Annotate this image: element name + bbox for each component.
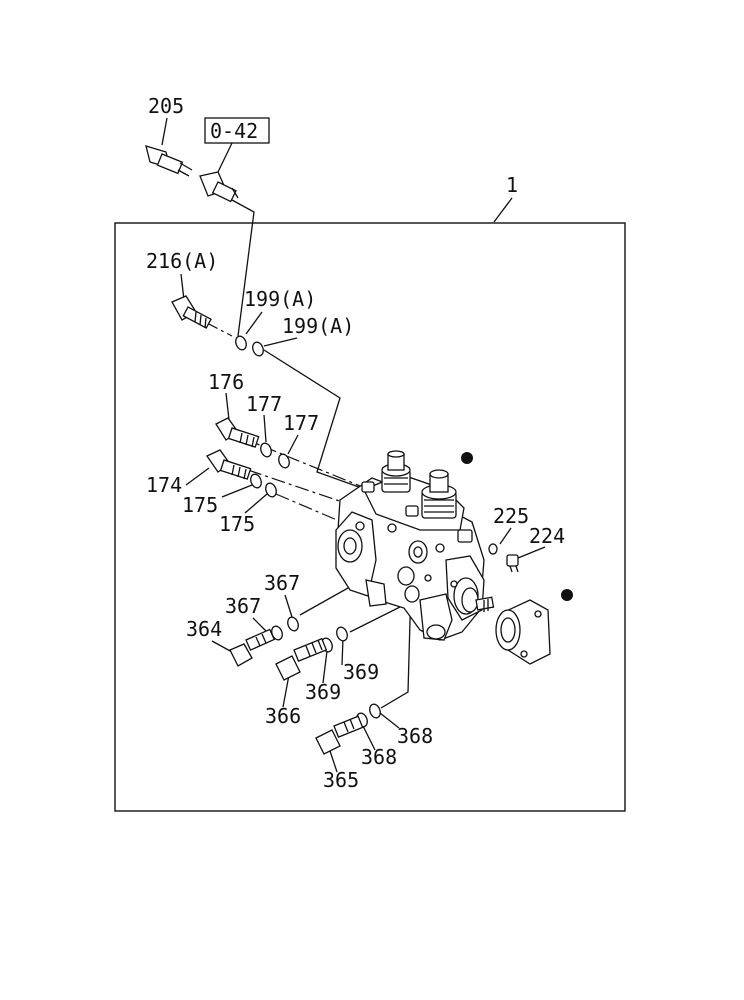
bolt-364-icon (229, 628, 276, 667)
dot-marker-icon (561, 589, 573, 601)
bolt-366-icon (275, 637, 328, 681)
label-369-2: 369 (305, 680, 341, 704)
label-177-2: 177 (283, 411, 319, 435)
bolt-216a-icon (171, 295, 212, 329)
label-205: 205 (148, 94, 184, 118)
ref-box-0-42 (204, 117, 270, 144)
label-175-1: 175 (182, 493, 218, 517)
label-364: 364 (186, 617, 222, 641)
pump-icon (335, 450, 495, 641)
label-216a: 216(A) (146, 249, 218, 273)
flange-icon (495, 599, 551, 665)
label-369-1: 369 (343, 660, 379, 684)
connection-lines (204, 199, 419, 709)
label-365: 365 (323, 768, 359, 792)
label-225: 225 (493, 504, 529, 528)
label-224: 224 (529, 524, 565, 548)
dot-marker-icon (461, 452, 473, 464)
label-368-2: 368 (361, 745, 397, 769)
bolt-176-icon (215, 417, 260, 448)
label-368-1: 368 (397, 724, 433, 748)
label-177-1: 177 (246, 392, 282, 416)
bolt-174-icon (206, 449, 252, 480)
bolt-224-icon (506, 554, 519, 573)
label-174: 174 (146, 473, 182, 497)
assembly-frame (114, 222, 626, 812)
fitting-205-icon (145, 145, 193, 177)
label-366: 366 (265, 704, 301, 728)
label-367-2: 367 (225, 594, 261, 618)
label-367-1: 367 (264, 571, 300, 595)
label-1: 1 (506, 173, 518, 197)
label-199a-1: 199(A) (244, 287, 316, 311)
label-175-2: 175 (219, 512, 255, 536)
label-199a-2: 199(A) (282, 314, 354, 338)
bolt-365-icon (315, 715, 364, 755)
leader-lines (161, 117, 546, 773)
fitting-0-42-icon (199, 171, 239, 203)
label-0-42: 0-42 (210, 119, 258, 143)
label-176: 176 (208, 370, 244, 394)
